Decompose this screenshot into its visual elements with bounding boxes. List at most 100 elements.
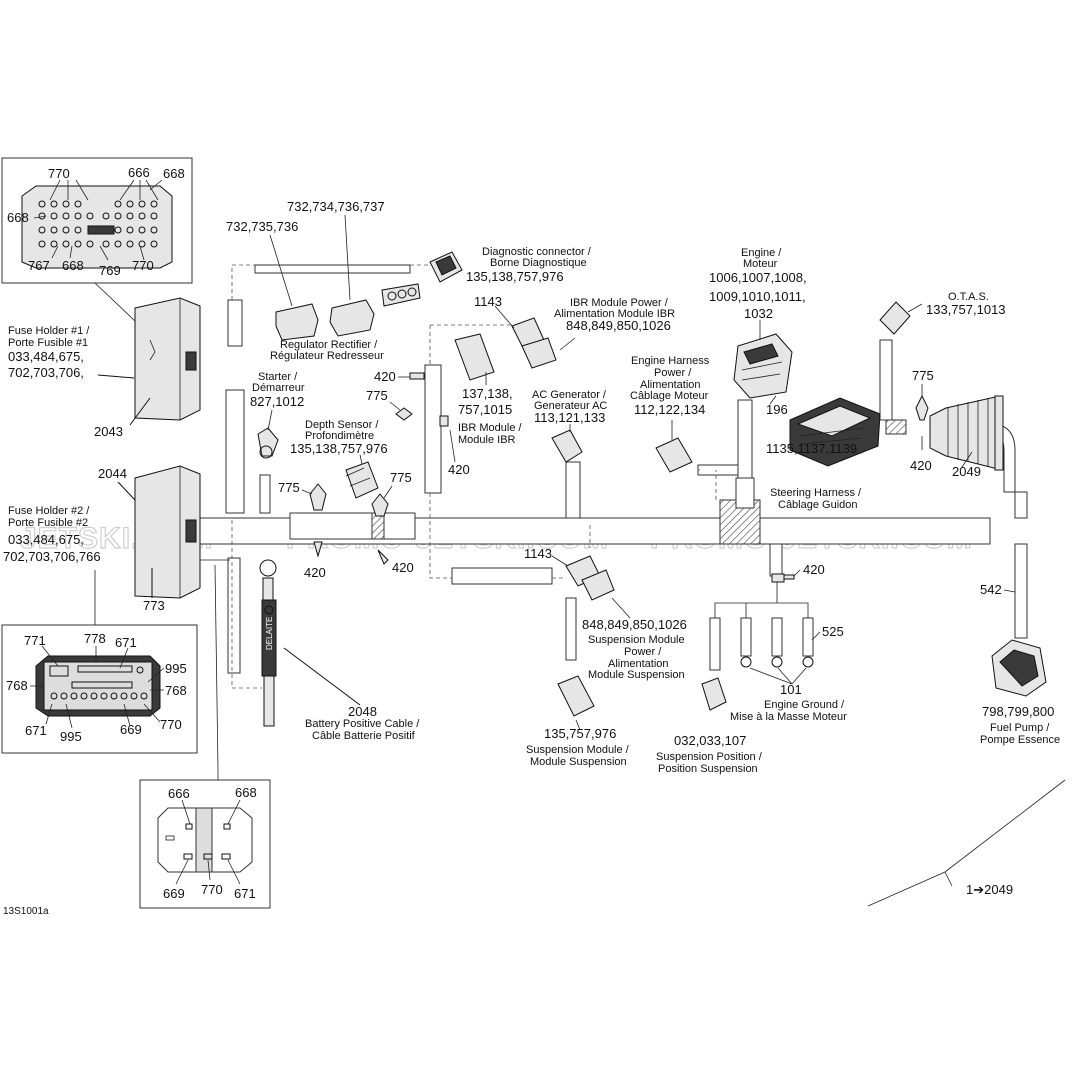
callout-inset2-995-bottom: 995	[60, 729, 82, 744]
suspension-module-name-fr: Module Suspension	[530, 756, 627, 768]
depth-sensor-parts: 135,138,757,976	[290, 441, 388, 456]
callout-inset3-666: 666	[168, 786, 190, 801]
callout-1143-ibr: 1143	[474, 294, 502, 309]
suspension-module-power: 1143 848,849,850,1026 Suspension Module …	[524, 546, 687, 681]
engine-name-fr: Moteur	[743, 258, 778, 270]
starter-name: Starter /	[258, 371, 298, 383]
harness-depth-section	[289, 512, 416, 540]
steering-name: Steering Harness /	[770, 487, 862, 499]
callout-775-depth-left: 775	[278, 480, 300, 495]
ac-generator-name-fr: Generateur AC	[534, 400, 607, 412]
inset1-pins	[38, 200, 158, 248]
ac-generator-connector	[551, 429, 583, 463]
suspension-power-name-2: Power /	[624, 646, 662, 658]
callout-range: 1➔2049	[966, 882, 1013, 897]
fuse-holder-2-name-fr: Porte Fusible #2	[8, 517, 88, 529]
otas-name: O.T.A.S.	[948, 291, 989, 303]
diagnostic-parts: 135,138,757,976	[466, 269, 564, 284]
callout-525: 525	[822, 624, 844, 639]
callout-2049: 2049	[952, 464, 981, 479]
callout-inset2-669: 669	[120, 722, 142, 737]
callout-inset2-770: 770	[160, 717, 182, 732]
callout-773: 773	[143, 598, 165, 613]
harness-branch-diag	[254, 264, 411, 274]
regulator-parts-2: 732,735,736	[226, 219, 298, 234]
fuse-holder-2-name: Fuse Holder #2 /	[8, 505, 90, 517]
ground-name: Engine Ground /	[764, 699, 845, 711]
harness-branch-suspension	[451, 567, 553, 585]
ibr-module-name-fr: Module IBR	[458, 434, 516, 446]
suspension-power-name-3: Alimentation	[608, 658, 669, 670]
inset-connector-3: 666 668 669 770 671	[139, 779, 271, 909]
steering-parts: 1135,1137,1139	[766, 441, 857, 456]
harness-branch-starter	[259, 474, 271, 514]
suspension-position-parts: 032,033,107	[674, 733, 746, 748]
callout-inset2-671-bottom: 671	[25, 723, 47, 738]
suspension-position-connector	[701, 677, 727, 711]
callout-inset3-770: 770	[201, 882, 223, 897]
starter-parts: 827,1012	[250, 394, 304, 409]
otas-connector	[879, 301, 911, 335]
fuel-pump-name-fr: Pompe Essence	[980, 734, 1060, 746]
callout-420-ibr: 420	[374, 369, 396, 384]
callout-775-otas: 775	[912, 368, 934, 383]
ac-generator: AC Generator / Generateur AC 113,121,133	[532, 389, 607, 463]
harness-routing-dashes	[231, 264, 717, 689]
callout-inset1-769: 769	[99, 263, 121, 278]
callout-1143-suspension: 1143	[524, 546, 552, 561]
harness-branch-fuel	[1014, 543, 1028, 639]
boot-body	[929, 395, 1003, 471]
ibr-module-parts-1: 137,138,	[462, 386, 513, 401]
callout-420-otas: 420	[910, 458, 932, 473]
suspension-power-name-4: Module Suspension	[588, 669, 685, 681]
callout-420-depth-left: 420	[304, 565, 326, 580]
engine-harness-power-connector	[655, 437, 693, 473]
callout-inset1-770-bottom: 770	[132, 258, 154, 273]
callout-775-depth-right: 775	[390, 470, 412, 485]
ibr-power-name-fr: Alimentation Module IBR	[554, 308, 675, 320]
callout-inset1-668-top: 668	[163, 166, 185, 181]
regulator-leaders	[269, 214, 351, 307]
suspension-module-connector	[557, 675, 595, 717]
engine-harness-name-1: Engine Harness	[631, 355, 710, 367]
fuse-holder-1-name-fr: Porte Fusible #1	[8, 337, 88, 349]
battery-positive-cable: DELAITE 2048 Battery Positive Cable / Câ…	[259, 559, 420, 742]
engine-harness-name-3: Alimentation	[640, 379, 701, 391]
callout-inset1-770: 770	[48, 166, 70, 181]
callout-inset1-668-bottom: 668	[62, 258, 84, 273]
figure-id: 13S1001a	[3, 906, 49, 917]
fuse-holder-1-parts-2: 702,703,706,	[8, 365, 84, 380]
suspension-position-name: Suspension Position /	[656, 751, 763, 763]
harness-branch-otas	[879, 339, 893, 421]
fuse-holder-1-parts-1: 033,484,675,	[8, 349, 84, 364]
otas: O.T.A.S. 133,757,1013	[879, 291, 1006, 335]
ground-eyelet-1	[740, 656, 752, 668]
fuse-holder-2-parts-1: 033,484,675,	[8, 532, 84, 547]
regulator-connector-2	[329, 299, 375, 337]
diagnostic-connector: Diagnostic connector / Borne Diagnostiqu…	[429, 246, 592, 284]
battery-cable-tag: DELAITE	[265, 617, 274, 650]
callout-inset2-995-right: 995	[165, 661, 187, 676]
harness-branch-engine-sleeve	[735, 477, 755, 509]
engine-parts-3: 1032	[744, 306, 773, 321]
callout-420-ground: 420	[803, 562, 825, 577]
inset-connector-2: 771 778 671 995 768 768 671 995 669 770	[1, 624, 198, 754]
callout-inset2-768-left: 768	[6, 678, 28, 693]
steering-harness: 1135,1137,1139 Steering Harness / Câblag…	[766, 397, 881, 511]
callout-420-depth-right: 420	[392, 560, 414, 575]
inset3-pins	[165, 823, 231, 860]
harness-branch-fuse1	[225, 389, 245, 514]
harness-ground-lead-2	[771, 617, 783, 657]
harness-branch-fuel-top	[1014, 491, 1028, 519]
callout-inset1-666: 666	[128, 165, 150, 180]
inset-connector-1: 770 666 668 668 767 668 769 770	[1, 157, 193, 341]
inset2-leaders	[30, 645, 165, 729]
callout-inset3-669: 669	[163, 886, 185, 901]
callout-101: 101	[780, 682, 802, 697]
harness-branch-susp-module	[565, 597, 577, 661]
battery-name-fr: Câble Batterie Positif	[312, 730, 416, 742]
diagnostic-name-fr: Borne Diagnostique	[490, 257, 587, 269]
regulator-name: Regulator Rectifier /	[280, 339, 378, 351]
